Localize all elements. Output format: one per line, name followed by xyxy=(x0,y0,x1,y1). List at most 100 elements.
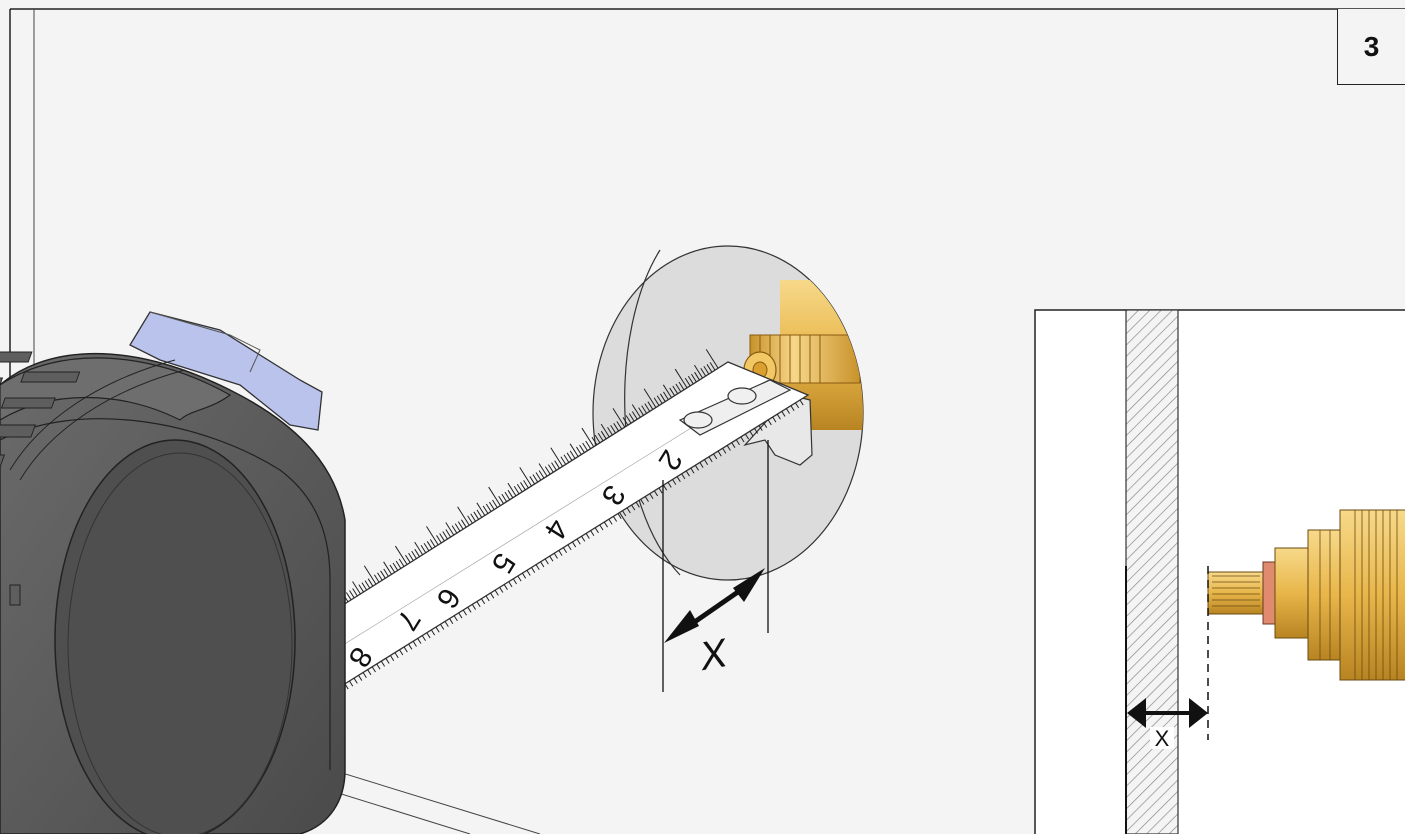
tape-tick xyxy=(426,526,439,546)
tape-tick xyxy=(476,502,486,516)
step-number-badge: 3 xyxy=(1337,9,1405,85)
tape-tick xyxy=(540,561,545,568)
tape-measure-body xyxy=(0,311,346,834)
tape-tick xyxy=(582,442,588,451)
valve-cartridge xyxy=(1207,509,1405,681)
tape-tick xyxy=(488,501,495,510)
tape-tick xyxy=(569,443,579,457)
tape-tick xyxy=(522,572,527,579)
tape-tick xyxy=(566,452,573,461)
tape-tick xyxy=(453,615,458,622)
tape-tick xyxy=(473,511,480,520)
tape-tick xyxy=(706,364,713,373)
tape-tick xyxy=(603,521,608,528)
tape-tick xyxy=(535,564,540,571)
tape-tick xyxy=(377,572,383,581)
tape-tick xyxy=(549,555,554,562)
tape-tick xyxy=(445,529,452,538)
tape-tick xyxy=(616,421,623,430)
tape-tick xyxy=(467,515,473,524)
tape-tick xyxy=(436,535,442,544)
tape-tick xyxy=(417,638,422,644)
tape-tick xyxy=(740,436,745,443)
tape-tick xyxy=(444,621,449,627)
tape-tick xyxy=(538,470,545,479)
tape-tick xyxy=(499,587,504,593)
tape-tick xyxy=(408,552,414,562)
tape-tick xyxy=(492,499,498,508)
tape-tick xyxy=(548,464,554,473)
tape-tick xyxy=(625,415,632,424)
tape-tick xyxy=(799,399,804,406)
tape-tick xyxy=(550,447,564,467)
tape-tick xyxy=(411,550,417,560)
tape-tick xyxy=(726,445,731,451)
tape-tick xyxy=(488,486,501,506)
tape-tick xyxy=(476,601,481,607)
tape-tick xyxy=(394,545,408,565)
tape-tick xyxy=(622,510,627,517)
tape-tick xyxy=(649,493,654,500)
tape-tick xyxy=(482,505,489,514)
tape-tick xyxy=(708,456,713,463)
tape-tick xyxy=(700,367,706,377)
tape-tick xyxy=(412,641,417,647)
tape-tick xyxy=(503,584,508,590)
tape-tick xyxy=(676,476,681,483)
tape-tick xyxy=(390,655,395,661)
tape-tick xyxy=(442,531,448,540)
tape-tick xyxy=(554,460,560,469)
tape-tick xyxy=(785,408,790,414)
tape-tick xyxy=(421,635,426,642)
tape-tick xyxy=(563,454,570,463)
tape-tick xyxy=(383,561,393,575)
tape-tick xyxy=(669,387,675,396)
tape-tick xyxy=(538,463,548,477)
tape-tick xyxy=(591,436,598,445)
tape-tick xyxy=(445,522,455,536)
tape-tick xyxy=(772,416,777,423)
tape-tick xyxy=(519,467,532,487)
tape-tick xyxy=(672,479,677,485)
tape-tick xyxy=(345,592,352,601)
tape-tick xyxy=(462,609,467,616)
tape-tick xyxy=(735,439,740,446)
tape-tick xyxy=(687,375,694,385)
tape-tick xyxy=(395,560,402,569)
tape-tick xyxy=(439,533,445,542)
tape-tick xyxy=(581,427,595,447)
tape-tick xyxy=(684,377,691,386)
measure-label-main: X xyxy=(695,631,731,679)
tape-tick xyxy=(490,592,495,599)
tape-tick xyxy=(485,503,492,512)
tape-tick xyxy=(599,524,604,531)
tape-tick xyxy=(383,568,389,577)
tape-tick xyxy=(585,440,591,449)
tape-tick xyxy=(617,513,622,519)
tape-tick xyxy=(705,349,719,369)
tape-tick xyxy=(607,426,613,436)
tape-tick xyxy=(504,491,511,501)
tape-tick xyxy=(638,407,644,416)
tape-tick xyxy=(476,509,483,518)
tape-tick xyxy=(608,519,613,525)
tape-tick xyxy=(663,391,669,400)
tape-tick xyxy=(722,448,727,454)
tape-tick xyxy=(467,607,472,613)
tape-tick xyxy=(659,393,666,402)
tape-tick xyxy=(612,408,626,428)
tape-tick xyxy=(358,675,363,681)
tape-tick xyxy=(567,544,572,551)
tape-tick xyxy=(631,404,641,418)
tape-tick xyxy=(754,428,759,434)
tape-tick xyxy=(628,413,635,422)
tape-tick xyxy=(507,482,517,497)
tape-tick xyxy=(709,362,716,371)
tape-tick xyxy=(569,450,576,459)
tape-tick xyxy=(529,476,536,485)
tape-tick xyxy=(622,417,629,426)
tape-tick xyxy=(498,495,504,504)
tape-tick xyxy=(380,661,386,667)
tape-tick xyxy=(594,434,601,444)
